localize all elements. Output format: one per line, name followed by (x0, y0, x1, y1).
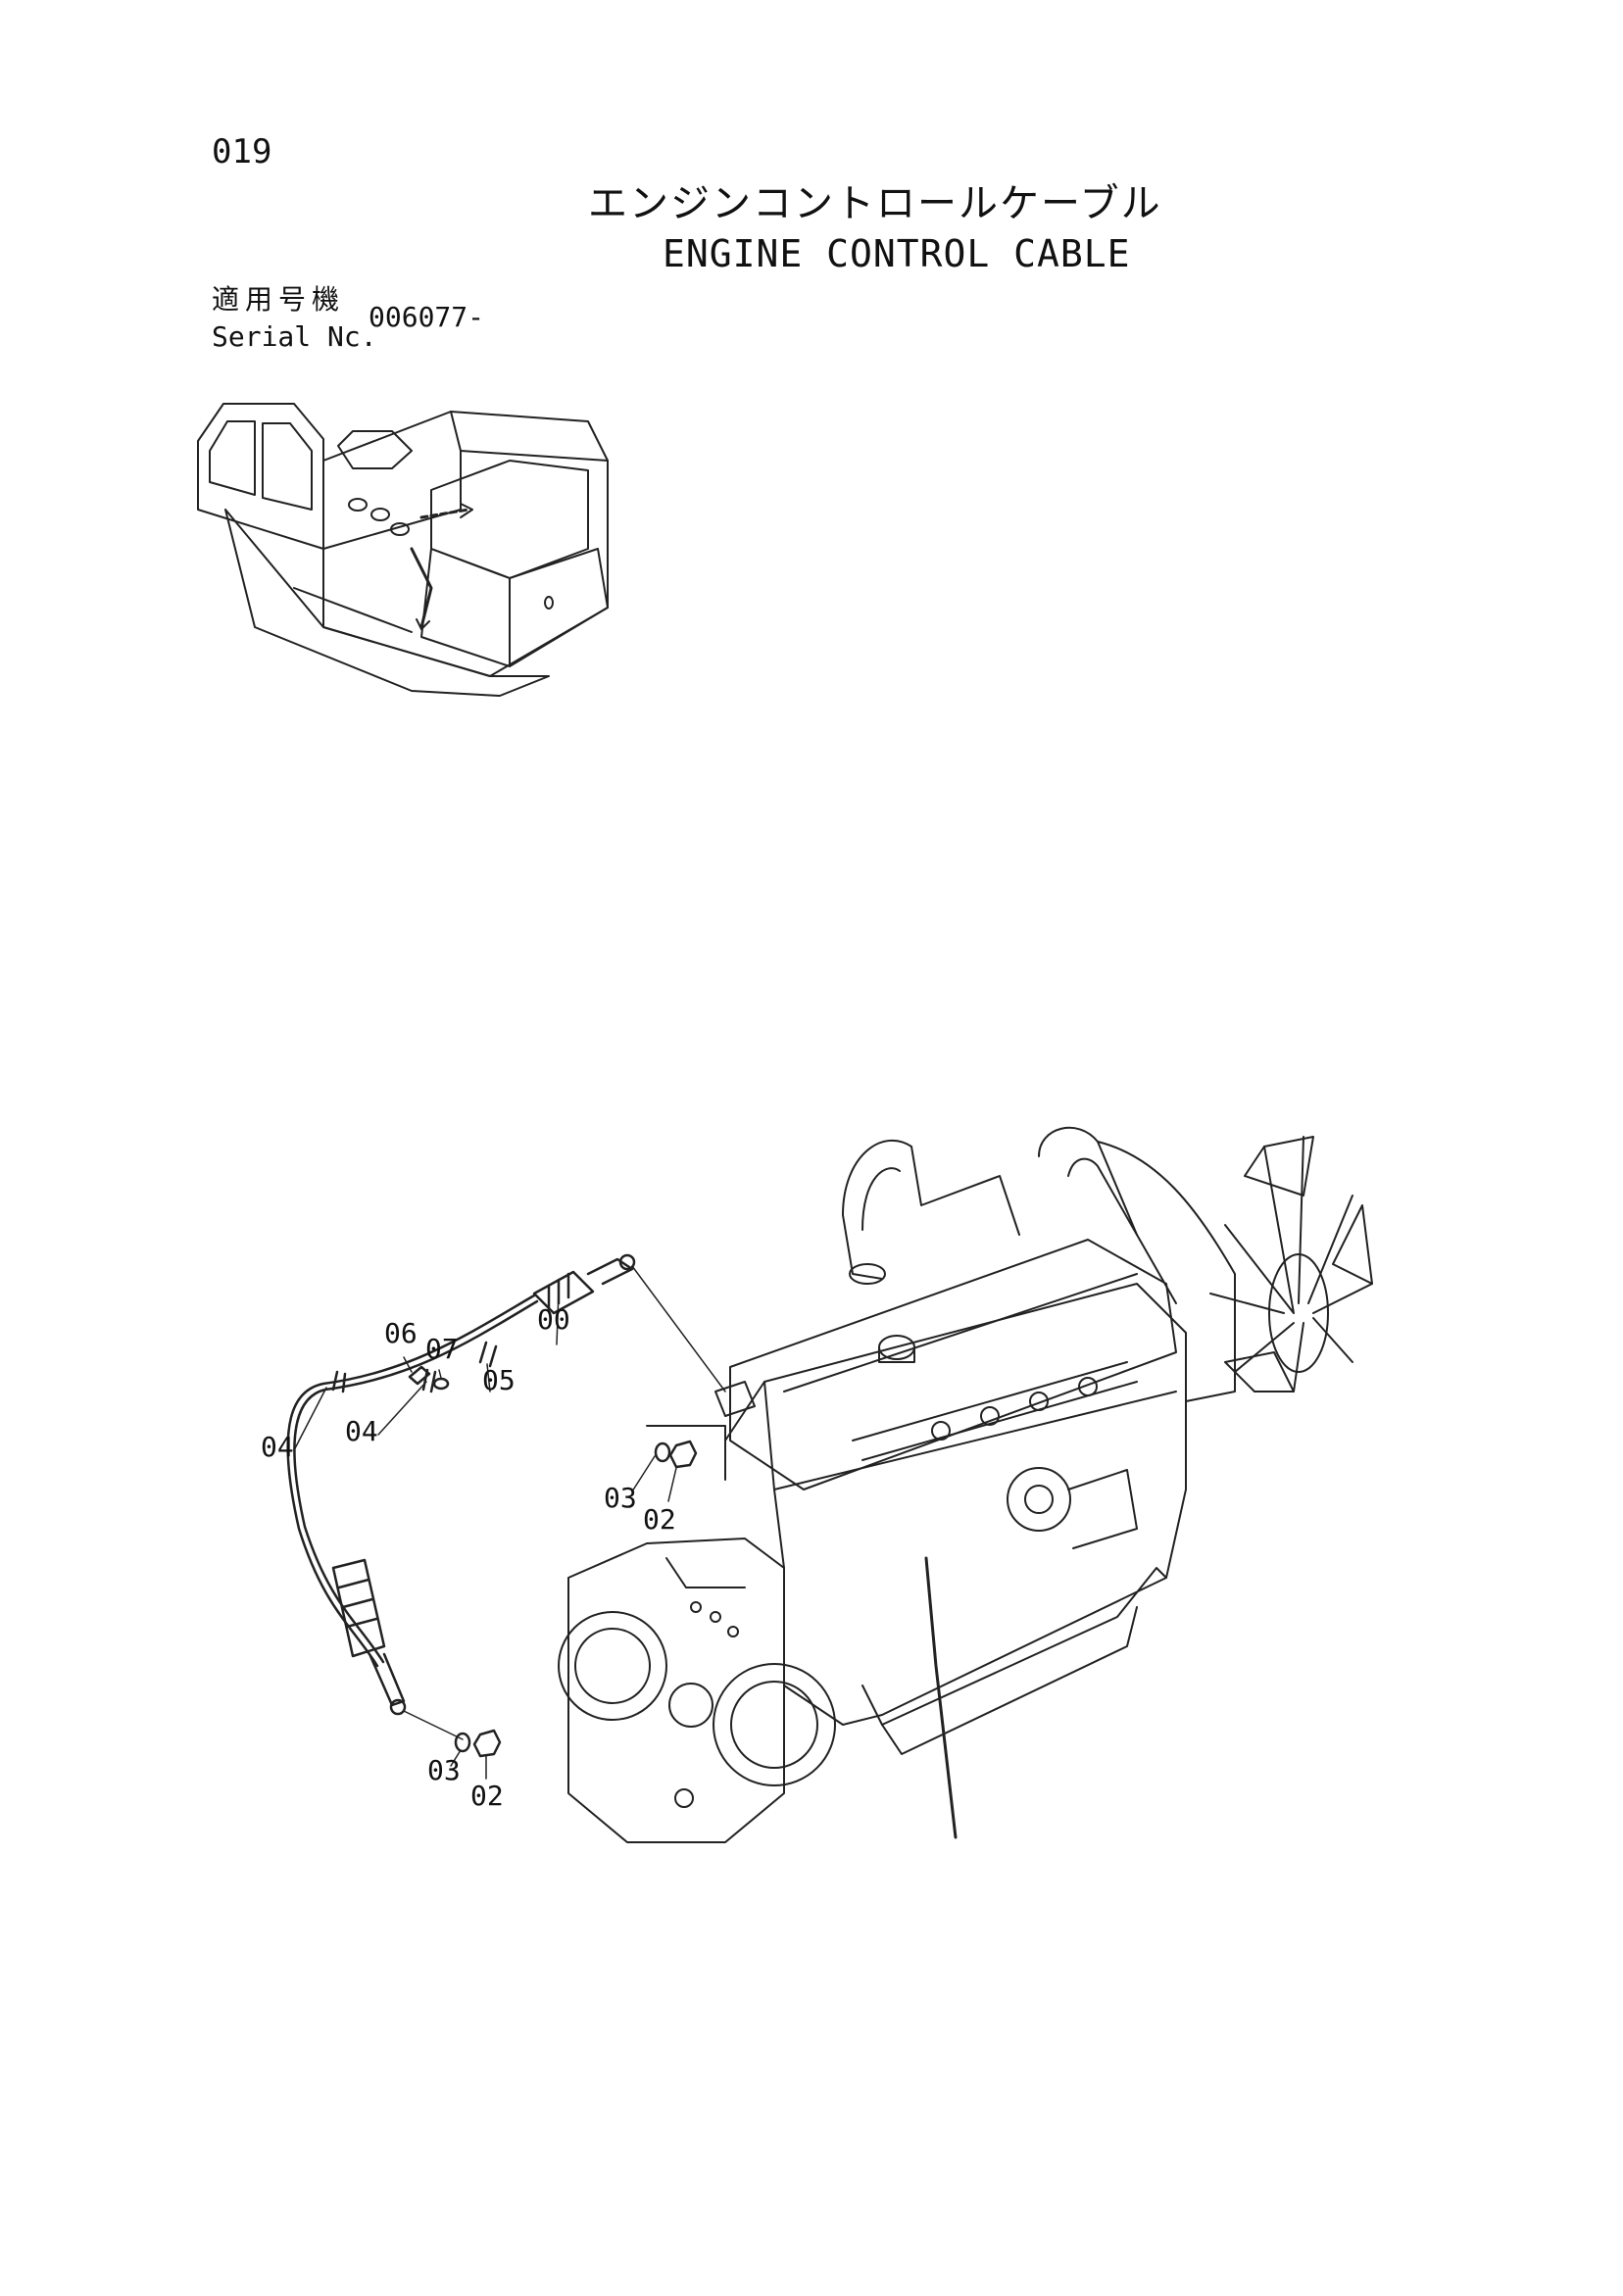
callout-06: 06 (384, 1317, 418, 1349)
callout-03-upper: 03 (604, 1482, 637, 1514)
serial-label-english: Serial Nc. (212, 320, 377, 353)
callout-07: 07 (425, 1333, 459, 1365)
callout-04-upper: 04 (345, 1415, 378, 1447)
page-number: 019 (212, 132, 272, 171)
title-english: ENGINE CONTROL CABLE (663, 232, 1131, 275)
title-japanese: エンジンコントロールケーブル (588, 181, 1162, 226)
callout-03-lower: 03 (427, 1754, 461, 1786)
callout-labels: 00 06 07 05 04 04 03 02 03 02 (261, 1303, 676, 1812)
callout-02-lower: 02 (470, 1780, 504, 1812)
serial-number-value: 006077- (369, 301, 485, 333)
callout-02-upper: 02 (643, 1503, 676, 1536)
engine-control-cable (286, 1253, 726, 1758)
callout-00: 00 (537, 1303, 570, 1336)
machine-location-thumbnail (197, 403, 609, 697)
callout-05: 05 (482, 1364, 516, 1396)
callout-leaders (293, 1291, 677, 1780)
callout-04-left: 04 (261, 1431, 294, 1463)
engine-assembly (558, 1126, 1373, 1843)
serial-label-japanese: 適用号機 (212, 283, 346, 316)
